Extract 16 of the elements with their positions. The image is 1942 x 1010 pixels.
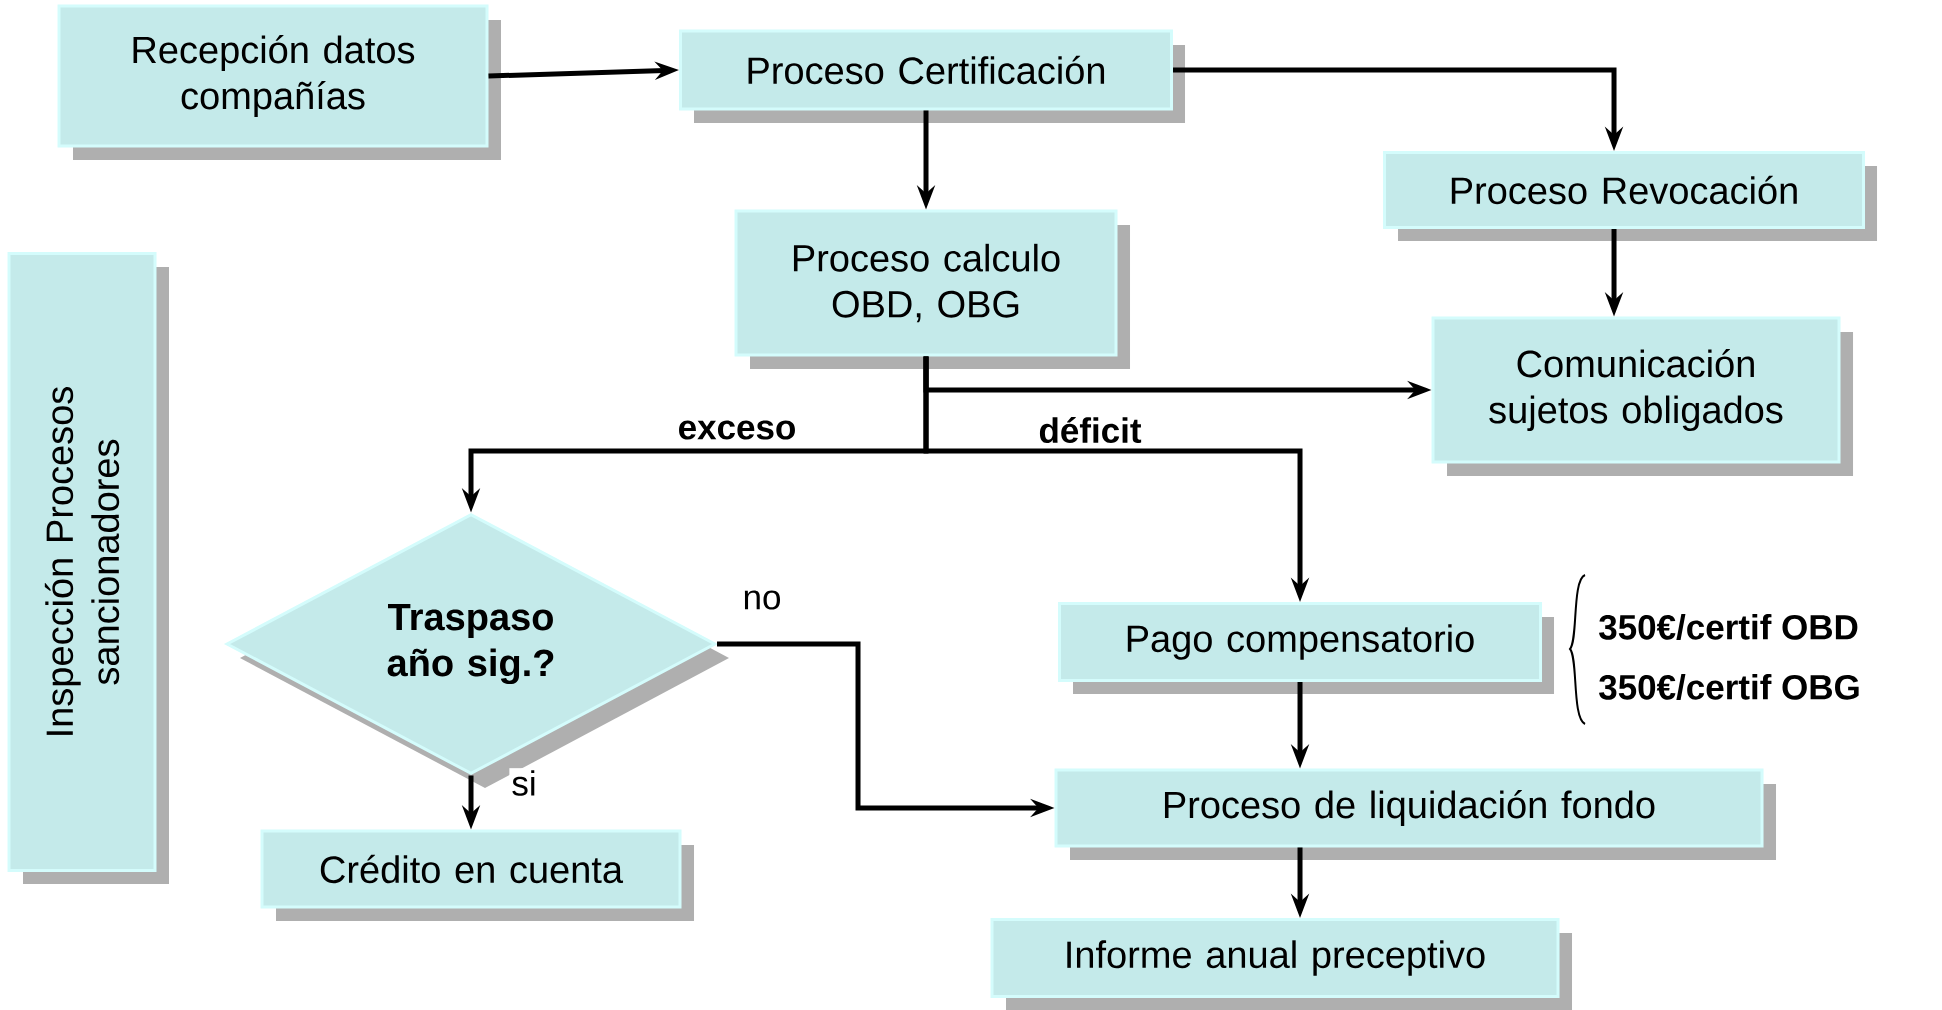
process-box: Pago compensatorio <box>1058 602 1554 694</box>
process-box: Recepción datos compañías <box>57 4 501 160</box>
process-box: Inspección Procesos sancionadores <box>7 252 169 884</box>
edge-label: no <box>740 588 784 612</box>
process-box: Comunicación sujetos obligados <box>1431 316 1853 476</box>
note-text: 350€/certif OBD <box>1599 614 1858 641</box>
edge-label: si <box>509 768 539 798</box>
edge-label: exceso <box>675 418 799 442</box>
process-box: Proceso Certificación <box>679 29 1185 123</box>
process-box: Proceso Revocación <box>1383 151 1877 241</box>
process-box: Crédito en cuenta <box>260 829 694 921</box>
process-box: Proceso de liquidación fondo <box>1054 768 1776 860</box>
note-text: 350€/certif OBG <box>1599 674 1859 701</box>
edge-label: déficit <box>1036 415 1144 445</box>
process-box: Informe anual preceptivo <box>990 918 1572 1010</box>
process-box: Proceso calculo OBD, OBG <box>734 209 1130 369</box>
